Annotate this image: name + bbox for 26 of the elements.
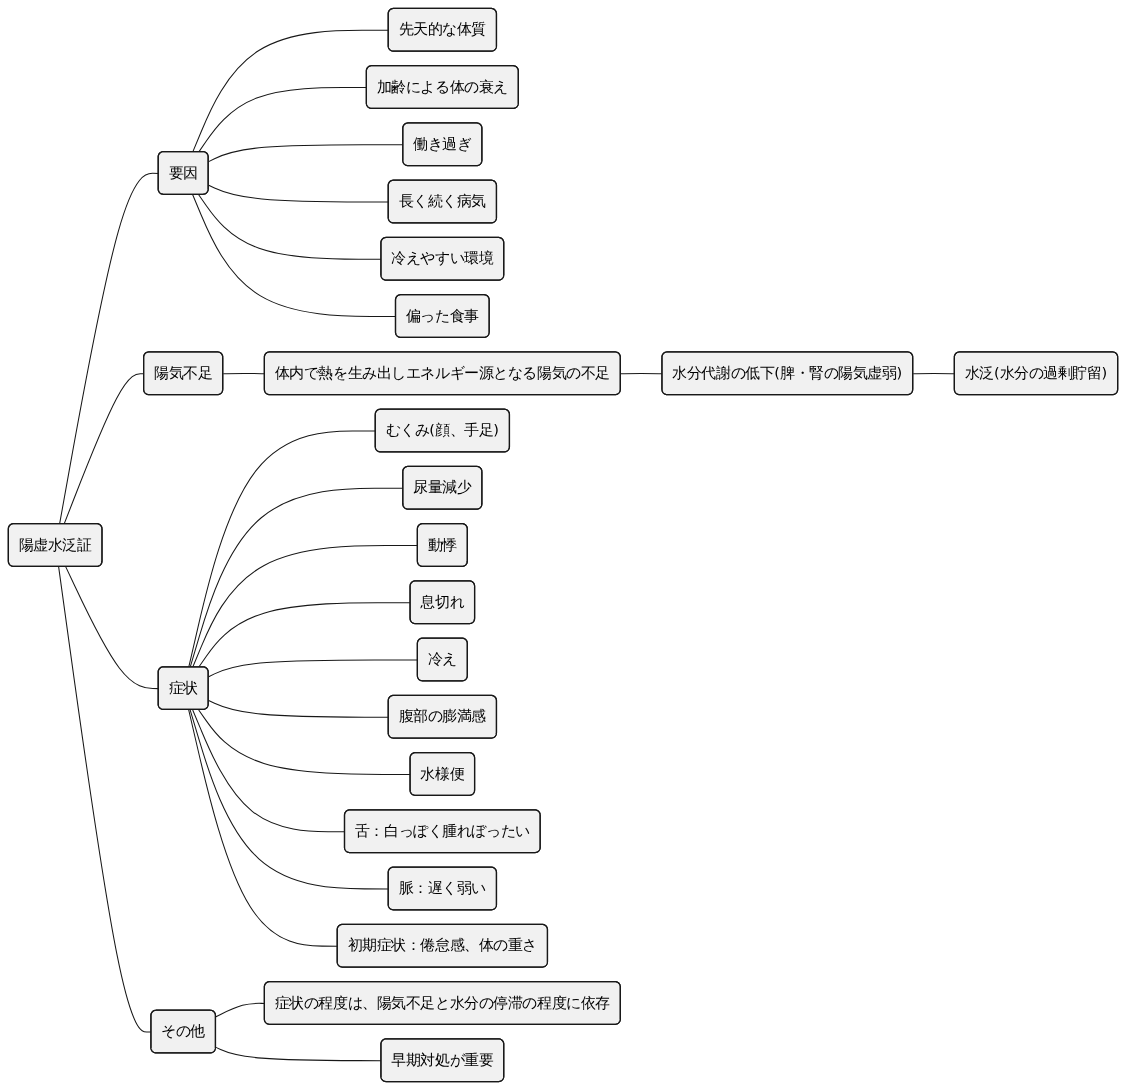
topic-box: 息切れ	[409, 580, 476, 625]
topic-box: 陽虚水泛証	[7, 523, 103, 567]
topic-box: 舌：白っぽく腫れぼったい	[343, 809, 541, 854]
topic-box: 体内で熱を生み出しエネルギー源となる陽気の不足	[263, 351, 621, 396]
topic-box: 働き過ぎ	[402, 122, 483, 167]
topic-box: 症状の程度は、陽気不足と水分の停滞の程度に依存	[263, 981, 621, 1025]
topic-box: 脈：遅く弱い	[387, 866, 498, 911]
topic-box: 症状	[157, 666, 209, 711]
topic-box: 先天的な体質	[387, 7, 498, 52]
topic-box: 陽気不足	[143, 351, 224, 396]
topic-box: 偏った食事	[394, 294, 490, 338]
topic-box: 水様便	[409, 752, 476, 796]
topic-box: 腹部の膨満感	[387, 694, 498, 739]
topic-box: その他	[150, 1009, 217, 1054]
topic-box: 尿量減少	[402, 465, 483, 510]
topic-box: 冷え	[416, 637, 468, 682]
topic-box: 初期症状：倦怠感、体の重さ	[336, 923, 549, 968]
topic-box: 長く続く病気	[387, 179, 498, 224]
topic-box: 動悸	[416, 523, 468, 567]
topic-box: 要因	[157, 150, 209, 195]
topic-box: むくみ(顔、手足)	[374, 408, 511, 453]
topic-box: 冷えやすい環境	[380, 236, 505, 281]
topic-box: 早期対処が重要	[380, 1038, 505, 1083]
topic-box: 加齢による体の衰え	[365, 65, 519, 109]
topic-box: 水分代謝の低下(脾・腎の陽気虚弱)	[661, 351, 914, 396]
topic-box: 水泛(水分の過剰貯留)	[953, 351, 1119, 396]
